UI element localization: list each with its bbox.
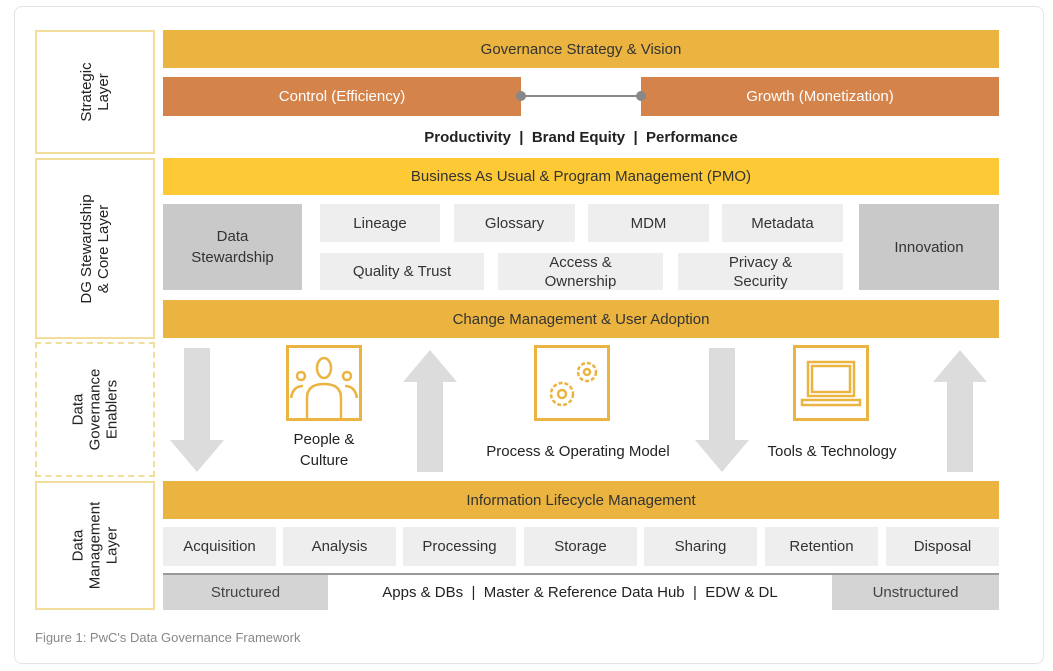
layer-label-management: Data Management Layer — [35, 481, 155, 610]
growth-box: Growth (Monetization) — [641, 77, 999, 116]
lifecycle-stage: Sharing — [644, 527, 757, 566]
lifecycle-stage: Storage — [524, 527, 637, 566]
lifecycle-stage: Retention — [765, 527, 878, 566]
lifecycle-stage: Disposal — [886, 527, 999, 566]
arrow-up-icon — [933, 350, 987, 472]
data-hub-label: Apps & DBs | Master & Reference Data Hub… — [328, 575, 832, 610]
layer-label-enablers: Data Governance Enablers — [35, 342, 155, 477]
innovation-box: Innovation — [859, 204, 999, 290]
core-item: Lineage — [320, 204, 440, 242]
people-culture-label: People & Culture — [293, 431, 355, 469]
ilm-bar: Information Lifecycle Management — [163, 481, 999, 519]
layer-label-strategic: Strategic Layer — [35, 30, 155, 154]
data-stewardship-box: Data Stewardship — [163, 204, 302, 290]
outcomes-text: Productivity | Brand Equity | Performanc… — [424, 128, 738, 146]
bau-pmo-bar: Business As Usual & Program Management (… — [163, 158, 999, 195]
connector-dot — [636, 91, 646, 101]
lifecycle-stage: Analysis — [283, 527, 396, 566]
unstructured-label: Unstructured — [872, 584, 959, 601]
lifecycle-stage: Processing — [403, 527, 516, 566]
core-item: Quality & Trust — [320, 253, 484, 290]
tools-technology-label: Tools & Technology — [767, 442, 897, 460]
core-item: Access & Ownership — [498, 253, 663, 290]
change-management-bar: Change Management & User Adoption — [163, 300, 999, 338]
arrow-up-icon — [403, 350, 457, 472]
gears-icon — [534, 345, 610, 421]
layer-label-stewardship: DG Stewardship & Core Layer — [35, 158, 155, 339]
process-model-label: Process & Operating Model — [486, 442, 670, 460]
core-item: Glossary — [454, 204, 575, 242]
laptop-icon — [793, 345, 869, 421]
figure-caption: Figure 1: PwC's Data Governance Framewor… — [35, 630, 301, 645]
arrow-down-icon — [170, 348, 224, 472]
structured-label: Structured — [210, 584, 281, 601]
connector-line — [521, 95, 641, 97]
connector-dot — [516, 91, 526, 101]
figure-frame — [14, 6, 1044, 664]
arrow-down-icon — [695, 348, 749, 472]
governance-strategy-bar: Governance Strategy & Vision — [163, 30, 999, 68]
lifecycle-stage: Acquisition — [163, 527, 276, 566]
core-item: MDM — [588, 204, 709, 242]
control-box: Control (Efficiency) — [163, 77, 521, 116]
core-item: Metadata — [722, 204, 843, 242]
people-icon — [286, 345, 362, 421]
core-item: Privacy & Security — [678, 253, 843, 290]
